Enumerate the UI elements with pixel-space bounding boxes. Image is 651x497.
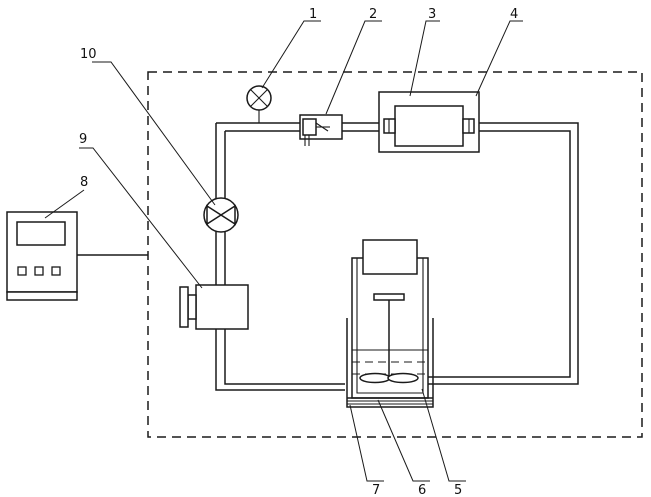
inner-unit bbox=[384, 106, 474, 146]
label-5: 5 bbox=[454, 483, 462, 497]
controller bbox=[7, 212, 148, 300]
label-8: 8 bbox=[80, 175, 88, 190]
label-2: 2 bbox=[369, 7, 377, 22]
label-7: 7 bbox=[372, 483, 380, 497]
pump bbox=[180, 285, 248, 329]
mixer-motor bbox=[363, 240, 417, 274]
label-3: 3 bbox=[428, 7, 436, 22]
valve bbox=[204, 198, 238, 232]
label-6: 6 bbox=[418, 483, 426, 497]
label-1: 1 bbox=[309, 7, 317, 22]
flow-sensor bbox=[300, 115, 342, 146]
label-10: 10 bbox=[80, 47, 97, 62]
stirrer bbox=[360, 294, 418, 383]
label-4: 4 bbox=[510, 7, 518, 22]
label-9: 9 bbox=[79, 132, 87, 147]
pressure-gauge bbox=[247, 86, 271, 123]
reactor-tank bbox=[347, 258, 433, 407]
leader-lines bbox=[45, 21, 523, 481]
